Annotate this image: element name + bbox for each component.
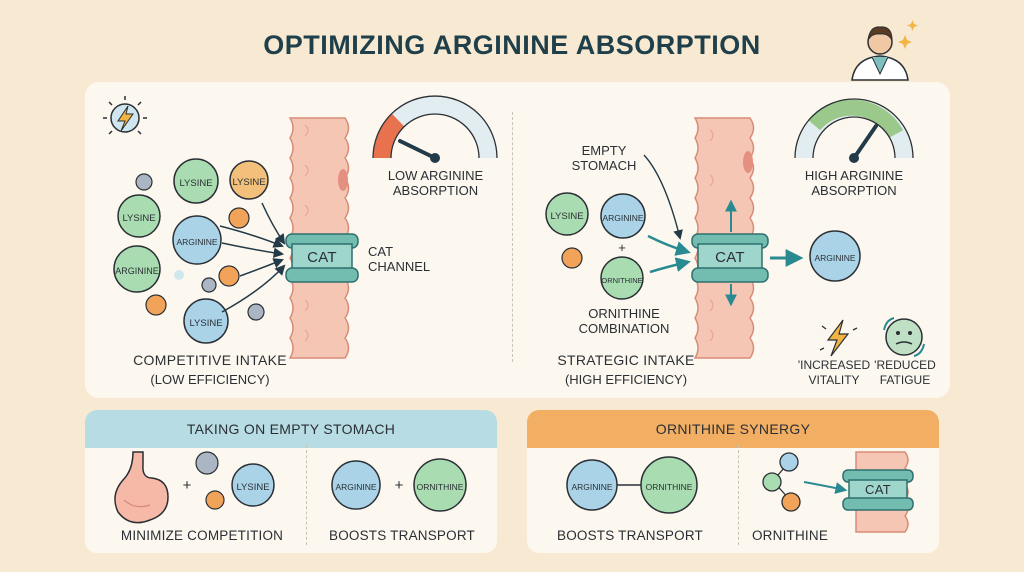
doctor-avatar-icon xyxy=(851,20,918,81)
boosts-transport-caption: BOOSTS TRANSPORT xyxy=(329,528,475,543)
cat-channel-caption: CAT CHANNEL xyxy=(368,244,431,274)
molecule-label: ARGININE xyxy=(176,237,218,247)
cat-channel-right xyxy=(691,233,769,283)
ornithine-combination-caption: ORNITHINE COMBINATION xyxy=(578,306,670,336)
molecule-label: ARGININE xyxy=(814,253,856,263)
competitive-intake-caption: COMPETITIVE INTAKE xyxy=(133,352,287,368)
card-header: TAKING ON EMPTY STOMACH xyxy=(85,410,497,448)
boosts-transport-caption: BOOSTS TRANSPORT xyxy=(557,528,703,543)
cat-channel-left xyxy=(285,233,359,283)
vitality-lightning-icon xyxy=(819,319,858,357)
molecule-label: LYSINE xyxy=(122,213,156,224)
molecule-label: ORNITHINE xyxy=(416,482,464,492)
minimize-competition-caption: MINIMIZE COMPETITION xyxy=(120,528,284,543)
benefit-vitality: 'INCREASED VITALITY xyxy=(797,358,871,387)
molecule-label: ORNITHINE xyxy=(601,276,643,285)
card-separator xyxy=(306,445,307,545)
molecule-label: LYSINE xyxy=(232,177,266,188)
gauge-high xyxy=(794,98,914,163)
strategic-intake-subcaption: (HIGH EFFICIENCY) xyxy=(564,372,688,387)
plus-sign: + xyxy=(182,477,192,494)
lightning-icon xyxy=(103,96,147,135)
benefit-fatigue: 'REDUCED FATIGUE xyxy=(874,358,936,387)
card-separator xyxy=(738,445,739,545)
card-header: ORNITHINE SYNERGY xyxy=(527,410,939,448)
molecule-label: ARGININE xyxy=(335,482,377,492)
molecule-label: ORNITHINE xyxy=(645,482,693,492)
molecule-label: ARGININE xyxy=(571,482,613,492)
gauge-high-caption: HIGH ARGININE ABSORPTION xyxy=(804,168,904,198)
arginine-molecule xyxy=(113,245,161,293)
plus-sign: + xyxy=(618,240,626,255)
molecule-label: ARGININE xyxy=(115,266,159,276)
strategic-intake-caption: STRATEGIC INTAKE xyxy=(557,352,695,368)
competitive-intake-subcaption: (LOW EFFICIENCY) xyxy=(150,372,270,387)
right-transport-arrows xyxy=(647,199,804,307)
lysine-molecule xyxy=(183,298,229,344)
lysine-molecule xyxy=(229,160,269,200)
gauge-low-caption: LOW ARGININE ABSORPTION xyxy=(387,168,484,198)
molecule-label: LYSINE xyxy=(189,318,223,329)
left-molecules xyxy=(113,158,269,344)
molecule-label: LYSINE xyxy=(236,482,270,493)
ornithine-caption: ORNITHINE xyxy=(751,528,829,543)
panel-divider xyxy=(512,112,513,362)
lysine-molecule xyxy=(173,158,219,204)
empty-stomach-label: EMPTY STOMACH xyxy=(571,143,637,173)
gauge-low xyxy=(372,95,498,163)
lysine-molecule xyxy=(117,194,161,238)
cat-label: CAT xyxy=(307,249,337,266)
cat-label: CAT xyxy=(715,249,745,266)
page-title: OPTIMIZING ARGININE ABSORPTION xyxy=(263,30,761,60)
right-molecules xyxy=(545,192,861,300)
cat-label: CAT xyxy=(865,482,891,497)
molecule-label: LYSINE xyxy=(179,178,213,189)
arginine-molecule xyxy=(172,215,222,265)
stomach-arrow xyxy=(643,154,683,240)
molecule-label: ARGININE xyxy=(602,213,644,223)
molecule-label: LYSINE xyxy=(550,211,584,222)
plus-sign: + xyxy=(394,477,404,494)
left-arrows xyxy=(219,202,286,313)
face-icon xyxy=(883,317,925,357)
